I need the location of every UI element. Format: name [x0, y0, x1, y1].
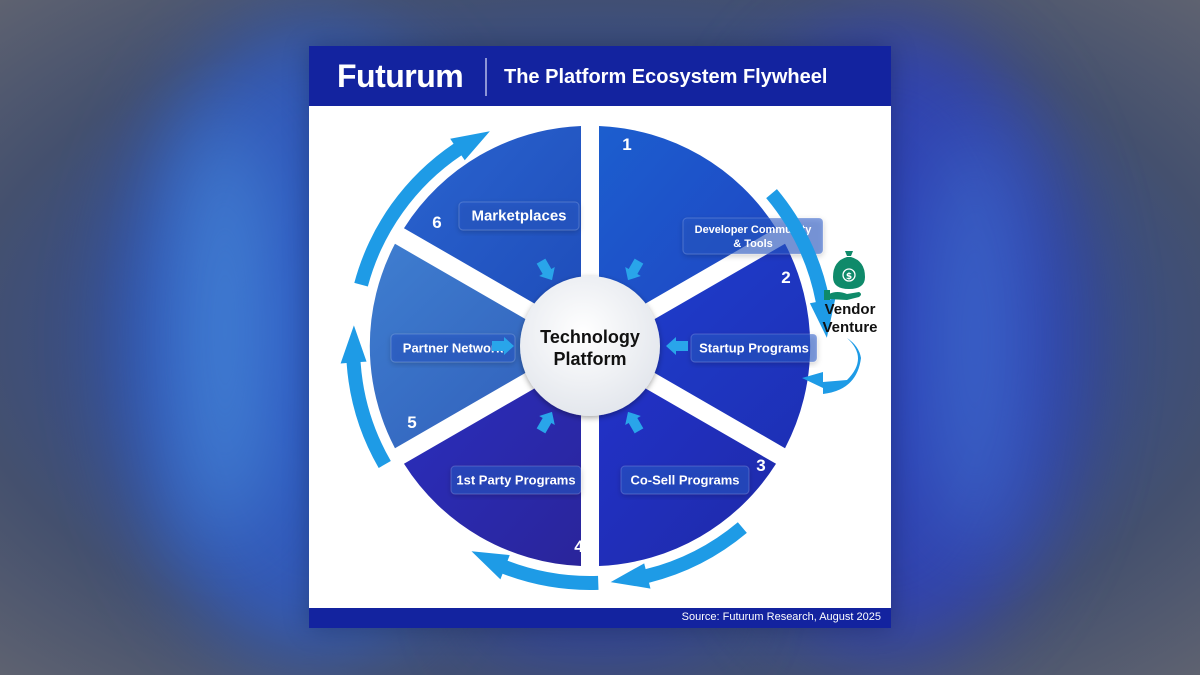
vendor-venture-line2: Venture — [822, 319, 877, 336]
vendor-venture-line1: Vendor — [825, 301, 876, 318]
segment-number-5: 5 — [407, 413, 416, 432]
segment-label-2: Startup Programs — [690, 333, 818, 363]
hub-arrow-1 — [536, 258, 555, 281]
segment-label-6: Marketplaces — [458, 201, 580, 231]
segment-label-4: 1st Party Programs — [450, 465, 582, 495]
segment-label-1: Developer Community & Tools — [682, 217, 824, 255]
flywheel-arrow-2 — [610, 522, 747, 589]
segment-label-text: Partner Network — [403, 341, 504, 356]
segment-label-text: 1st Party Programs — [456, 473, 575, 488]
header-divider — [485, 58, 487, 96]
flywheel-arrow-1 — [766, 189, 836, 338]
hub-arrow-4 — [625, 411, 644, 434]
hub-arrow-6 — [492, 337, 514, 355]
flywheel-arrow-5 — [354, 131, 490, 287]
hub-label-line1: Technology — [540, 327, 640, 347]
flywheel-arrow-3 — [471, 551, 599, 591]
money-bag-hand-icon: $ — [824, 251, 865, 300]
vendor-venture-arrow — [802, 338, 861, 394]
page-title: The Platform Ecosystem Flywheel — [504, 66, 828, 88]
segment-label-text: & Tools — [733, 238, 773, 250]
segment-label-text: Marketplaces — [471, 208, 566, 225]
technology-platform-hub — [520, 276, 660, 416]
segment-number-1: 1 — [622, 135, 631, 154]
segment-label-text: Developer Community — [695, 224, 813, 236]
svg-text:$: $ — [846, 272, 852, 282]
vendor-venture-callout: $ Vendor Venture — [802, 251, 878, 394]
footer-bar: Source: Futurum Research, August 2025 — [309, 608, 891, 628]
segment-label-3: Co-Sell Programs — [620, 465, 750, 495]
flywheel-arrow-4 — [340, 325, 391, 468]
hub-arrow-5 — [536, 411, 555, 434]
segment-number-3: 3 — [756, 456, 765, 475]
hub-arrow-2 — [625, 258, 644, 281]
segment-label-5: Partner Network — [390, 333, 516, 363]
segment-number-6: 6 — [432, 213, 441, 232]
header-bar: Futurum The Platform Ecosystem Flywheel — [309, 46, 891, 106]
segment-number-4: 4 — [574, 537, 584, 556]
hub-label-line2: Platform — [553, 349, 626, 369]
flywheel-infographic: Futurum The Platform Ecosystem Flywheel — [309, 46, 891, 628]
futurum-logo: Futurum — [337, 58, 464, 94]
segment-number-2: 2 — [781, 268, 790, 287]
segment-label-text: Co-Sell Programs — [630, 473, 739, 488]
segment-label-text: Startup Programs — [699, 341, 809, 356]
source-note: Source: Futurum Research, August 2025 — [681, 611, 881, 623]
hub-arrow-3 — [666, 337, 688, 355]
